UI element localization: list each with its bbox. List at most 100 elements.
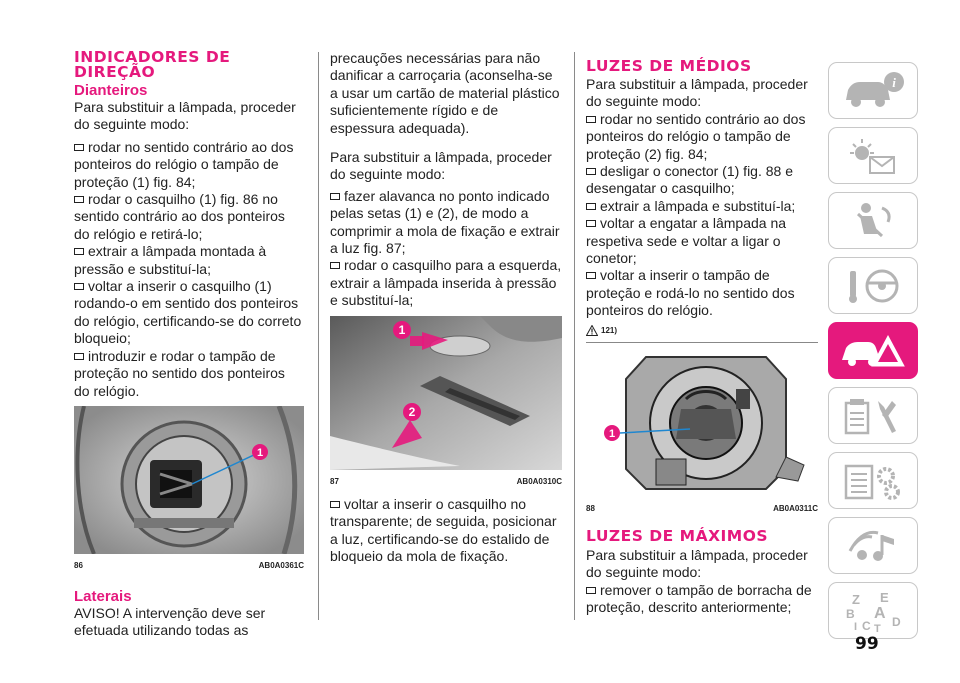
- callout-marker: [604, 424, 620, 441]
- bullet-box-icon: [74, 196, 84, 204]
- bullet-box-icon: [586, 202, 596, 210]
- emergency-warning-icon: [842, 334, 905, 366]
- headlight-assembly-photo: 1: [586, 348, 818, 497]
- continued-text: precauções necessárias para não danifica…: [330, 50, 560, 136]
- callout-marker: [252, 443, 268, 460]
- index-letters-icon: Z E B A I C T D: [846, 590, 901, 632]
- section-title-turn-signals: INDICADORES DE DIREÇÃO: [74, 48, 231, 81]
- callout-marker: [393, 320, 411, 339]
- bullet-box-icon: [74, 248, 84, 256]
- bullet-box-icon: [74, 143, 84, 151]
- bullet-box-icon: [330, 500, 340, 508]
- list-item: fazer alavanca no ponto indicado pelas s…: [330, 187, 560, 257]
- tab-technical-data[interactable]: [828, 452, 918, 509]
- list-item: rodar no sentido contrário ao dos pontei…: [586, 110, 806, 162]
- list-item: rodar o casquilho para a esquerda, extra…: [330, 257, 562, 309]
- index-letter: C: [862, 619, 871, 632]
- figure-code: AB0A0361C: [258, 560, 304, 570]
- divider: [586, 341, 818, 343]
- list-item: voltar a inserir o tampão de proteção e …: [586, 267, 795, 319]
- figure-number: 88: [586, 503, 595, 513]
- figure-88: 1 88 AB0A0311C: [586, 348, 818, 513]
- bullet-box-icon: [586, 168, 596, 176]
- list-item: voltar a inserir o casquilho (1) rodando…: [74, 278, 302, 347]
- callout-number: 1: [609, 428, 615, 440]
- figure-caption: 87 AB0A0310C: [330, 477, 562, 486]
- car-info-icon: i: [846, 71, 904, 107]
- figure-code: AB0A0311C: [773, 503, 818, 513]
- list-item: rodar o casquilho (1) fig. 86 no sentido…: [74, 191, 285, 242]
- column-divider: [318, 52, 319, 620]
- list-item: remover o tampão de borracha de proteção…: [586, 581, 812, 615]
- warning-reference: 121): [586, 324, 818, 336]
- callout-marker: [403, 402, 421, 421]
- list-item: introduzir e rodar o tampão de proteção …: [74, 347, 285, 399]
- tab-maintenance[interactable]: [828, 387, 918, 444]
- svg-text:i: i: [892, 75, 896, 90]
- bullet-box-icon: [74, 283, 84, 291]
- list-item: voltar a inserir o casquilho no transpar…: [330, 495, 557, 564]
- tab-dashboard-lights[interactable]: [828, 127, 918, 184]
- index-letter: A: [874, 605, 886, 622]
- list-item: rodar no sentido contrário ao dos pontei…: [74, 138, 294, 190]
- index-letter: E: [880, 590, 889, 605]
- safety-airbag-icon: [856, 202, 891, 237]
- column-1: INDICADORES DE DIREÇÃO Dianteiros Para s…: [74, 48, 304, 640]
- multimedia-icon: [848, 530, 894, 561]
- arrow-marker: [392, 419, 422, 448]
- page-number: 99: [855, 634, 879, 654]
- column-divider: [574, 52, 575, 620]
- index-letter: B: [846, 607, 855, 621]
- dashboard-lights-icon: [850, 138, 895, 174]
- index-letter: I: [854, 621, 857, 632]
- tab-car-info[interactable]: i: [828, 62, 918, 119]
- callout-number: 2: [409, 405, 416, 419]
- headlight-socket-photo: 1: [74, 404, 304, 555]
- figure-number: 86: [74, 560, 83, 570]
- bullet-box-icon: [330, 192, 340, 200]
- tab-multimedia[interactable]: [828, 517, 918, 574]
- column-3: LUZES DE MÉDIOS Para substituir a lâmpad…: [586, 50, 818, 616]
- subheading-side: Laterais: [74, 587, 132, 605]
- warning-ref-number: 121): [601, 325, 618, 335]
- warning-triangle-icon: [586, 324, 598, 336]
- bullet-box-icon: [330, 262, 340, 270]
- list-item: extrair a lâmpada montada à pressão e su…: [74, 243, 267, 277]
- side-light-photo: 1 2: [330, 315, 562, 470]
- list-item: voltar a engatar a lâmpada na respetiva …: [586, 215, 787, 267]
- intro-text: Para substituir a lâmpada, proceder do s…: [74, 99, 296, 133]
- figure-caption: 86 AB0A0361C: [74, 561, 304, 570]
- list-item: extrair a lâmpada e substituí-la;: [586, 198, 818, 215]
- tab-driving[interactable]: [828, 257, 918, 314]
- figure-87: 1 2 87 AB0A0310C: [330, 315, 562, 486]
- intro-text: Para substituir a lâmpada, proceder do s…: [586, 546, 808, 581]
- index-letter: D: [892, 615, 901, 629]
- figure-caption: 88 AB0A0311C: [586, 504, 818, 513]
- tab-safety[interactable]: [828, 192, 918, 249]
- index-letter: T: [874, 623, 881, 632]
- tab-emergency[interactable]: [828, 322, 918, 379]
- warning-text: AVISO! A intervenção deve ser efetuada u…: [74, 604, 266, 639]
- technical-data-icon: [844, 464, 900, 500]
- bullet-box-icon: [586, 220, 596, 228]
- steering-driving-icon: [849, 269, 899, 303]
- maintenance-tools-icon: [844, 398, 896, 434]
- section-title-low-beam: LUZES DE MÉDIOS: [586, 57, 752, 75]
- index-letter: Z: [852, 592, 860, 607]
- figure-number: 87: [330, 476, 339, 486]
- figure-code: AB0A0310C: [516, 476, 562, 486]
- callout-number: 1: [257, 447, 263, 459]
- bullet-box-icon: [586, 115, 596, 123]
- column-2: precauções necessárias para não danifica…: [330, 50, 562, 565]
- bullet-box-icon: [74, 352, 84, 360]
- arrow-marker: [422, 331, 448, 350]
- intro-text: Para substituir a lâmpada, proceder do s…: [586, 76, 808, 110]
- callout-number: 1: [399, 323, 406, 337]
- figure-86: 1 86 AB0A0361C: [74, 404, 304, 570]
- subheading-front: Dianteiros: [74, 82, 148, 99]
- intro-text: Para substituir a lâmpada, proceder do s…: [330, 149, 552, 183]
- section-title-high-beam: LUZES DE MÁXIMOS: [586, 526, 769, 545]
- bullet-box-icon: [586, 586, 596, 594]
- tab-index[interactable]: Z E B A I C T D: [828, 582, 918, 639]
- list-item: desligar o conector (1) fig. 88 e deseng…: [586, 163, 793, 197]
